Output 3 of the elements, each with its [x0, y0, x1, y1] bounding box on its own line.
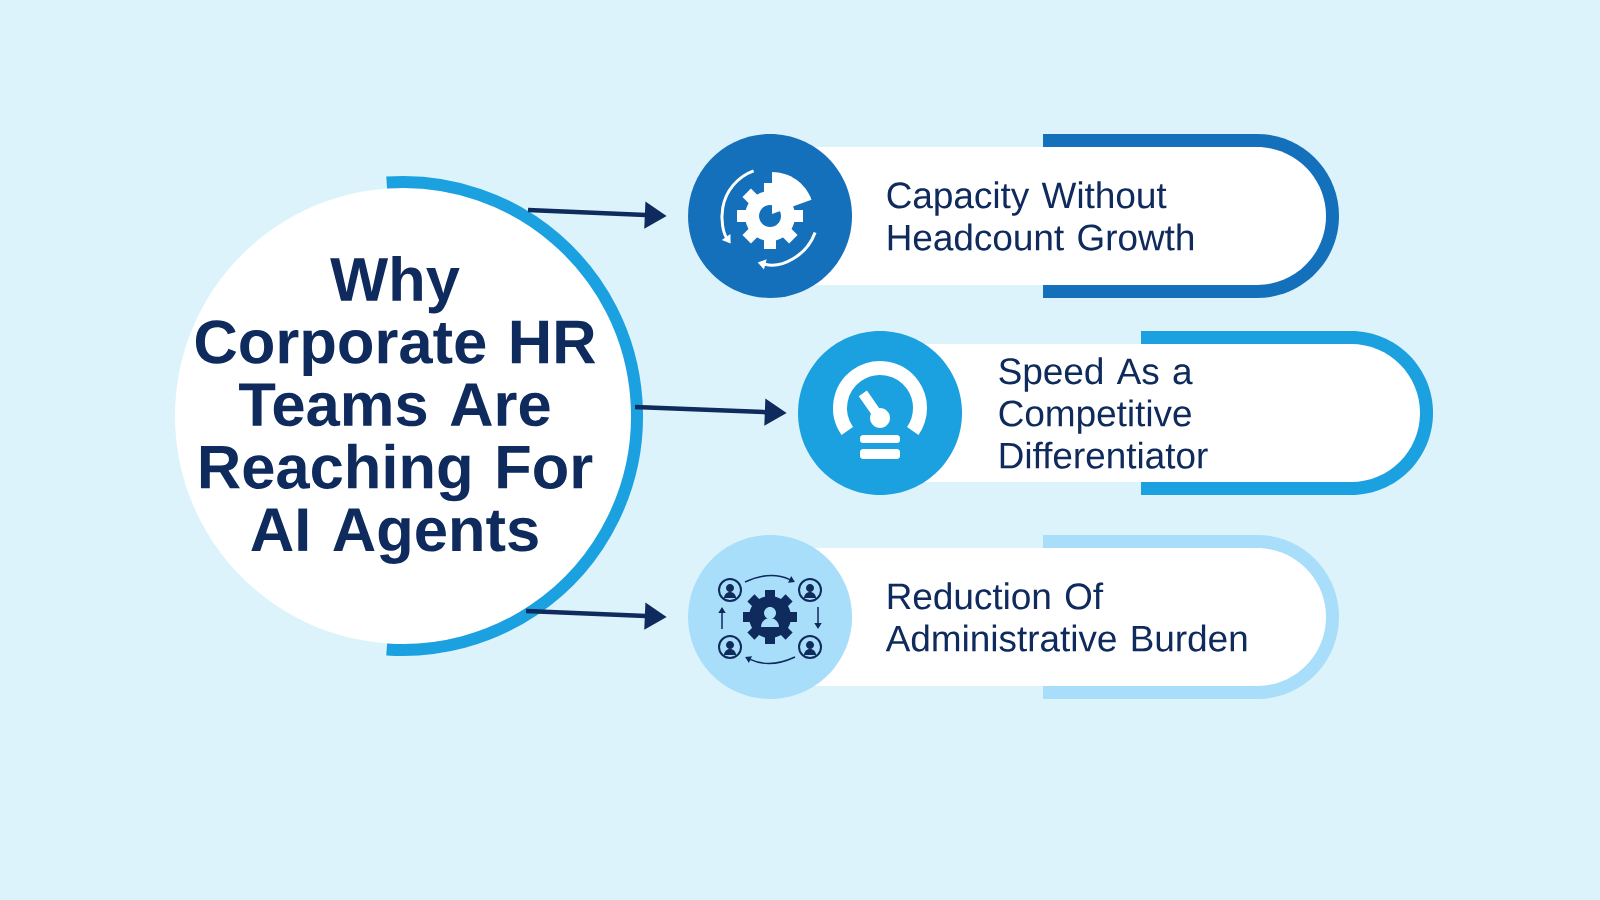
pill-box: Speed As a Competitive Differentiator: [798, 331, 1433, 495]
pill-box: Reduction Of Administrative Burden: [688, 535, 1339, 699]
pill-box: Capacity Without Headcount Growth: [688, 134, 1339, 298]
